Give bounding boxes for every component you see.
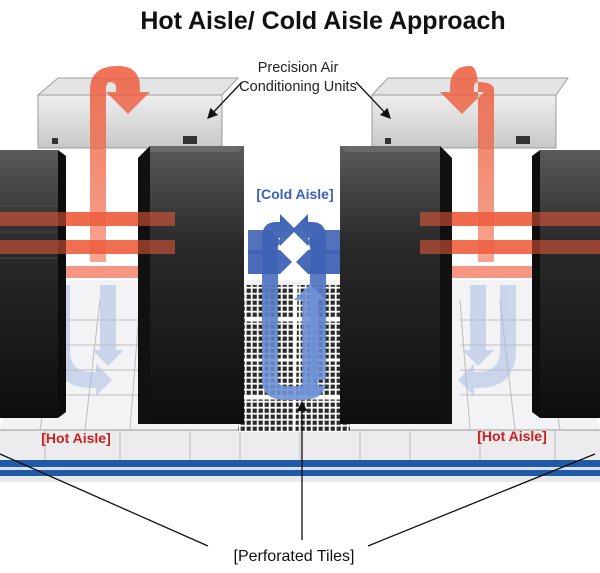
callout-lines <box>0 81 596 547</box>
cold-aisle-label: [Cold Aisle] <box>256 186 333 202</box>
hot-air-arrow-icon <box>0 212 600 254</box>
diagram-title: Hot Aisle/ Cold Aisle Approach <box>140 7 505 35</box>
perforated-tiles-label: [Perforated Tiles] <box>234 548 355 565</box>
server-rack-icon <box>0 150 66 418</box>
hot-aisle-label-right: [Hot Aisle] <box>477 428 546 444</box>
cold-air-arrow-icon <box>248 214 340 400</box>
server-rack-icon <box>138 146 244 424</box>
cold-air-arrow-icon <box>54 285 124 396</box>
perforated-tile-icon <box>238 284 350 433</box>
server-rack-icon <box>532 150 600 418</box>
ac-units-label-line2: Conditioning Units <box>239 79 357 95</box>
server-rack-icon <box>340 146 452 424</box>
cold-air-arrow-icon <box>458 285 516 396</box>
ac-units-label-line1: Precision Air <box>258 60 339 76</box>
hot-aisle-label-left: [Hot Aisle] <box>41 430 110 446</box>
